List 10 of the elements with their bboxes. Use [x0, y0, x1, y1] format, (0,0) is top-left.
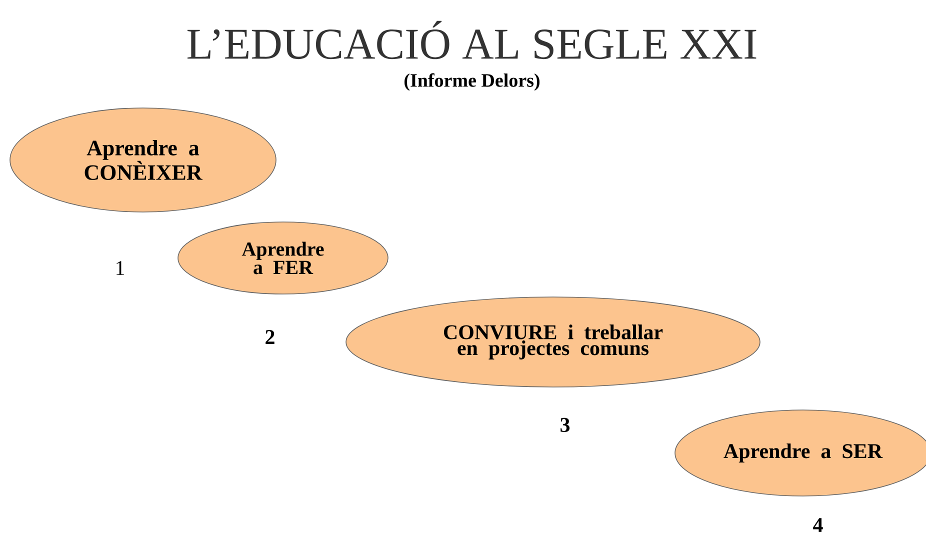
- title: L’EDUCACIÓ AL SEGLE XXI: [188, 20, 756, 60]
- step-number: 4: [813, 518, 823, 532]
- ellipse-node: Aprendre a CONÈIXER: [10, 108, 276, 212]
- ellipse-node: Aprendre a SER: [674, 410, 926, 496]
- step-number: 3: [560, 418, 570, 432]
- ellipse-node: Aprendre a FER: [178, 222, 388, 294]
- step-number: 1: [116, 261, 124, 275]
- step-number: 2: [266, 330, 274, 344]
- ellipse-node: CONVIURE i treballar en projectes comuns: [346, 296, 760, 388]
- subtitle: (Informe Delors): [404, 73, 540, 91]
